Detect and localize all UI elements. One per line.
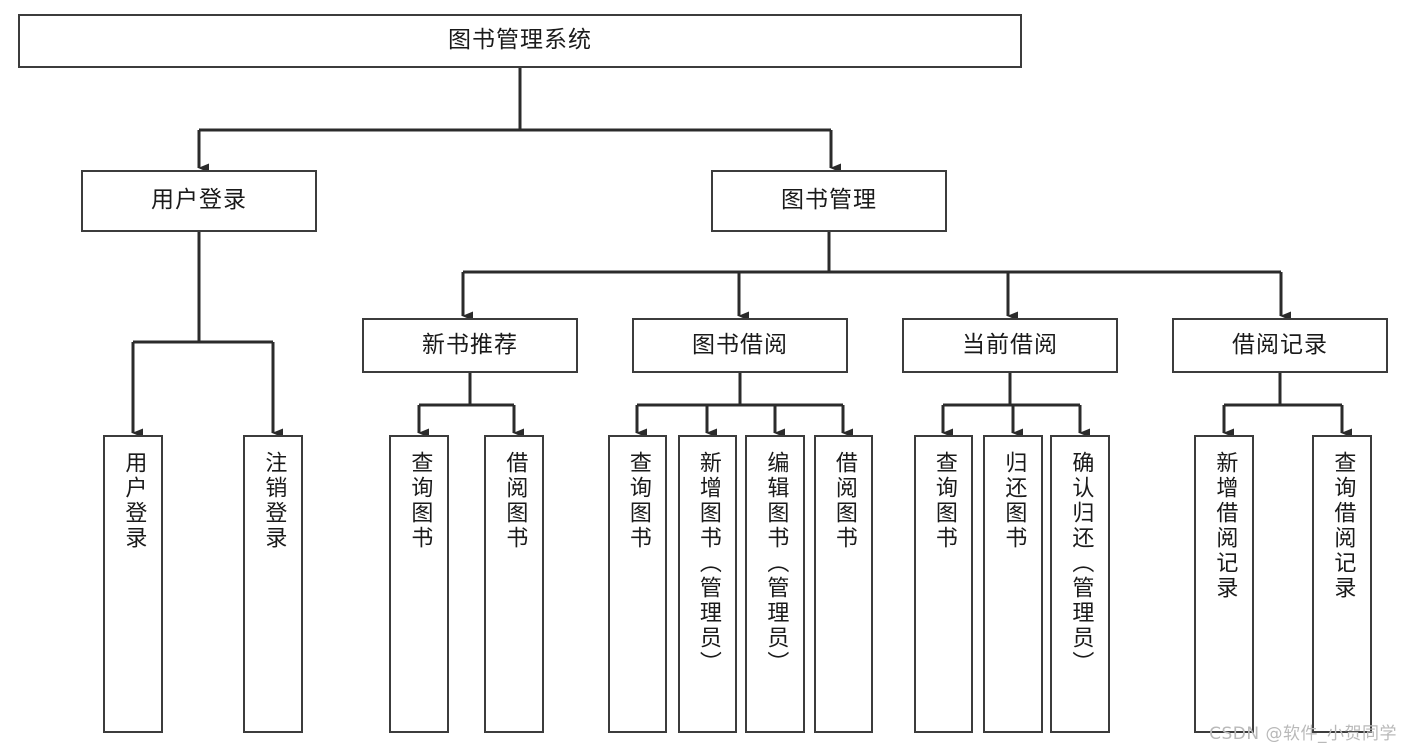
leaf-add-borrow-record[interactable]: 新增借阅记录: [1194, 435, 1254, 733]
leaf-user-logout[interactable]: 注销登录: [243, 435, 303, 733]
csdn-watermark: CSDN @软件_小贺同学: [1209, 724, 1397, 744]
node-current-borrow-label: 当前借阅: [962, 331, 1058, 358]
node-root-label: 图书管理系统: [448, 27, 592, 54]
leaf-query-book-borrow[interactable]: 查询图书: [608, 435, 667, 733]
node-user-login[interactable]: 用户登录: [81, 170, 317, 232]
node-borrow-record-label: 借阅记录: [1232, 331, 1328, 358]
node-book-management[interactable]: 图书管理: [711, 170, 947, 232]
node-borrow-record[interactable]: 借阅记录: [1172, 318, 1388, 373]
leaf-confirm-return-admin[interactable]: 确认归还（管理员）: [1050, 435, 1110, 733]
leaf-query-book-borrow-label: 查询图书: [625, 451, 651, 551]
node-book-borrow[interactable]: 图书借阅: [632, 318, 848, 373]
leaf-borrow-book[interactable]: 借阅图书: [814, 435, 873, 733]
leaf-edit-book-admin-label: 编辑图书（管理员）: [763, 451, 789, 676]
leaf-query-borrow-record-label: 查询借阅记录: [1330, 451, 1356, 601]
leaf-user-login-label: 用户登录: [121, 451, 147, 551]
node-book-management-label: 图书管理: [781, 187, 877, 214]
leaf-borrow-book-recommend-label: 借阅图书: [502, 451, 528, 551]
leaf-confirm-return-admin-label: 确认归还（管理员）: [1068, 451, 1094, 676]
leaf-add-book-admin-label: 新增图书（管理员）: [695, 451, 721, 676]
node-user-login-label: 用户登录: [151, 187, 247, 214]
leaf-query-book-recommend[interactable]: 查询图书: [389, 435, 449, 733]
node-root[interactable]: 图书管理系统: [18, 14, 1022, 68]
leaf-borrow-book-recommend[interactable]: 借阅图书: [484, 435, 544, 733]
leaf-user-logout-label: 注销登录: [261, 451, 287, 551]
leaf-add-borrow-record-label: 新增借阅记录: [1212, 451, 1238, 601]
leaf-return-book[interactable]: 归还图书: [983, 435, 1043, 733]
leaf-query-borrow-record[interactable]: 查询借阅记录: [1312, 435, 1372, 733]
node-current-borrow[interactable]: 当前借阅: [902, 318, 1118, 373]
leaf-return-book-label: 归还图书: [1001, 451, 1027, 551]
node-new-book-recommend[interactable]: 新书推荐: [362, 318, 578, 373]
leaf-query-book-current-label: 查询图书: [931, 451, 957, 551]
node-new-book-recommend-label: 新书推荐: [422, 331, 518, 358]
node-book-borrow-label: 图书借阅: [692, 331, 788, 358]
leaf-query-book-current[interactable]: 查询图书: [914, 435, 973, 733]
leaf-edit-book-admin[interactable]: 编辑图书（管理员）: [745, 435, 805, 733]
leaf-query-book-recommend-label: 查询图书: [407, 451, 433, 551]
leaf-borrow-book-label: 借阅图书: [831, 451, 857, 551]
leaf-add-book-admin[interactable]: 新增图书（管理员）: [678, 435, 737, 733]
leaf-user-login[interactable]: 用户登录: [103, 435, 163, 733]
